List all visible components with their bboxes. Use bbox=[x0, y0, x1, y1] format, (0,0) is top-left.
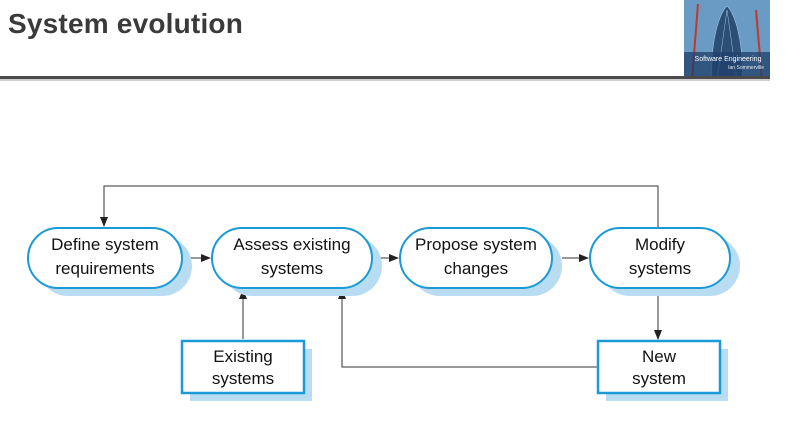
store-new-system: New system bbox=[596, 339, 728, 401]
process-define-requirements: Define system requirements bbox=[27, 227, 192, 296]
feedback-arrow-modify-to-define bbox=[100, 185, 659, 228]
process-propose-changes: Propose system changes bbox=[399, 227, 562, 296]
process-box bbox=[399, 227, 553, 289]
cover-book-title: Software Engineering bbox=[694, 56, 762, 63]
store-label-line2: system bbox=[632, 369, 686, 388]
connectors bbox=[100, 185, 662, 368]
book-cover-illustration bbox=[684, 0, 770, 80]
process-label-line2: systems bbox=[629, 259, 691, 278]
arrow-new-system-to-assess bbox=[338, 289, 598, 368]
process-label-line2: requirements bbox=[55, 259, 154, 278]
store-box bbox=[180, 339, 306, 395]
slide-title: System evolution bbox=[8, 8, 244, 39]
store-label-line1: New bbox=[642, 347, 677, 366]
process-box bbox=[211, 227, 373, 289]
process-label-line1: Assess existing bbox=[233, 235, 350, 254]
header-rule bbox=[0, 76, 770, 79]
process-label-line2: systems bbox=[261, 259, 323, 278]
store-box bbox=[596, 339, 722, 395]
process-modify-systems: Modify systems bbox=[589, 227, 740, 296]
cover-author: Ian Sommerville bbox=[728, 65, 764, 71]
process-box bbox=[27, 227, 183, 289]
process-label-line1: Modify bbox=[635, 235, 686, 254]
cover-caption-band bbox=[684, 52, 770, 80]
process-assess-existing: Assess existing systems bbox=[211, 227, 382, 296]
store-existing-systems: Existing systems bbox=[180, 339, 312, 401]
header-rule-shadow bbox=[0, 79, 770, 81]
store-label-line1: Existing bbox=[213, 347, 273, 366]
cover-caption: Software Engineering Ian Sommerville bbox=[688, 56, 768, 72]
store-label-line2: systems bbox=[212, 369, 274, 388]
process-label-line1: Propose system bbox=[415, 235, 537, 254]
process-label-line1: Define system bbox=[51, 235, 159, 254]
book-cover-image: Software Engineering Ian Sommerville bbox=[684, 0, 770, 80]
slide-header: System evolution Software Engineering Ia… bbox=[0, 0, 803, 81]
process-label-line2: changes bbox=[444, 259, 508, 278]
process-box bbox=[589, 227, 731, 289]
